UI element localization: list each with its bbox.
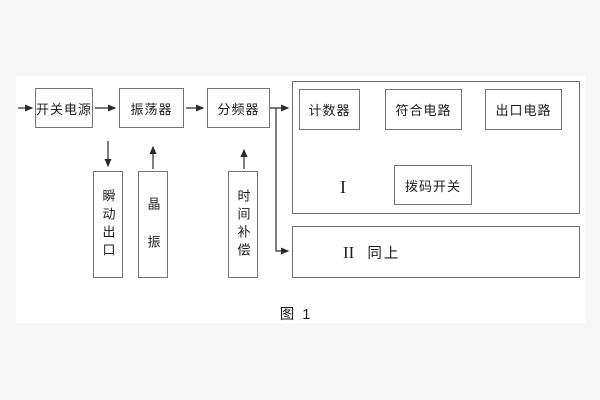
module2-note: 同上 [367, 245, 401, 262]
flow-box-power: 开关电源 [35, 88, 93, 128]
module2-numeral: II [343, 242, 355, 262]
module2-frame [292, 226, 580, 278]
support-box-instant-outlet-label: 瞬动出口 [100, 188, 116, 261]
flow-box-divider-label: 分频器 [217, 101, 260, 117]
support-box-crystal: 晶 振 [138, 171, 168, 278]
module2-label: II 同上 [343, 226, 400, 278]
flow-box-divider: 分频器 [207, 88, 270, 128]
flow-box-power-label: 开关电源 [36, 101, 93, 117]
support-box-time-compensation-label: 时间补偿 [235, 188, 251, 261]
flow-box-oscillator-label: 振荡器 [130, 101, 173, 117]
box-counter-label: 计数器 [308, 103, 351, 118]
box-dip-switch: 拨码开关 [394, 165, 472, 205]
box-counter: 计数器 [299, 89, 360, 130]
box-dip-switch-label: 拨码开关 [404, 178, 461, 194]
box-outlet-label: 出口电路 [495, 103, 552, 118]
support-box-time-compensation: 时间补偿 [228, 171, 258, 278]
box-coincidence-label: 符合电路 [395, 103, 452, 118]
support-box-instant-outlet: 瞬动出口 [93, 171, 123, 278]
figure-caption: 图 1 [279, 307, 313, 323]
support-box-crystal-label: 晶 振 [145, 196, 161, 253]
box-coincidence: 符合电路 [385, 89, 462, 130]
flow-box-oscillator: 振荡器 [119, 88, 184, 128]
module1-numeral: I [340, 177, 346, 197]
box-outlet: 出口电路 [485, 89, 562, 130]
